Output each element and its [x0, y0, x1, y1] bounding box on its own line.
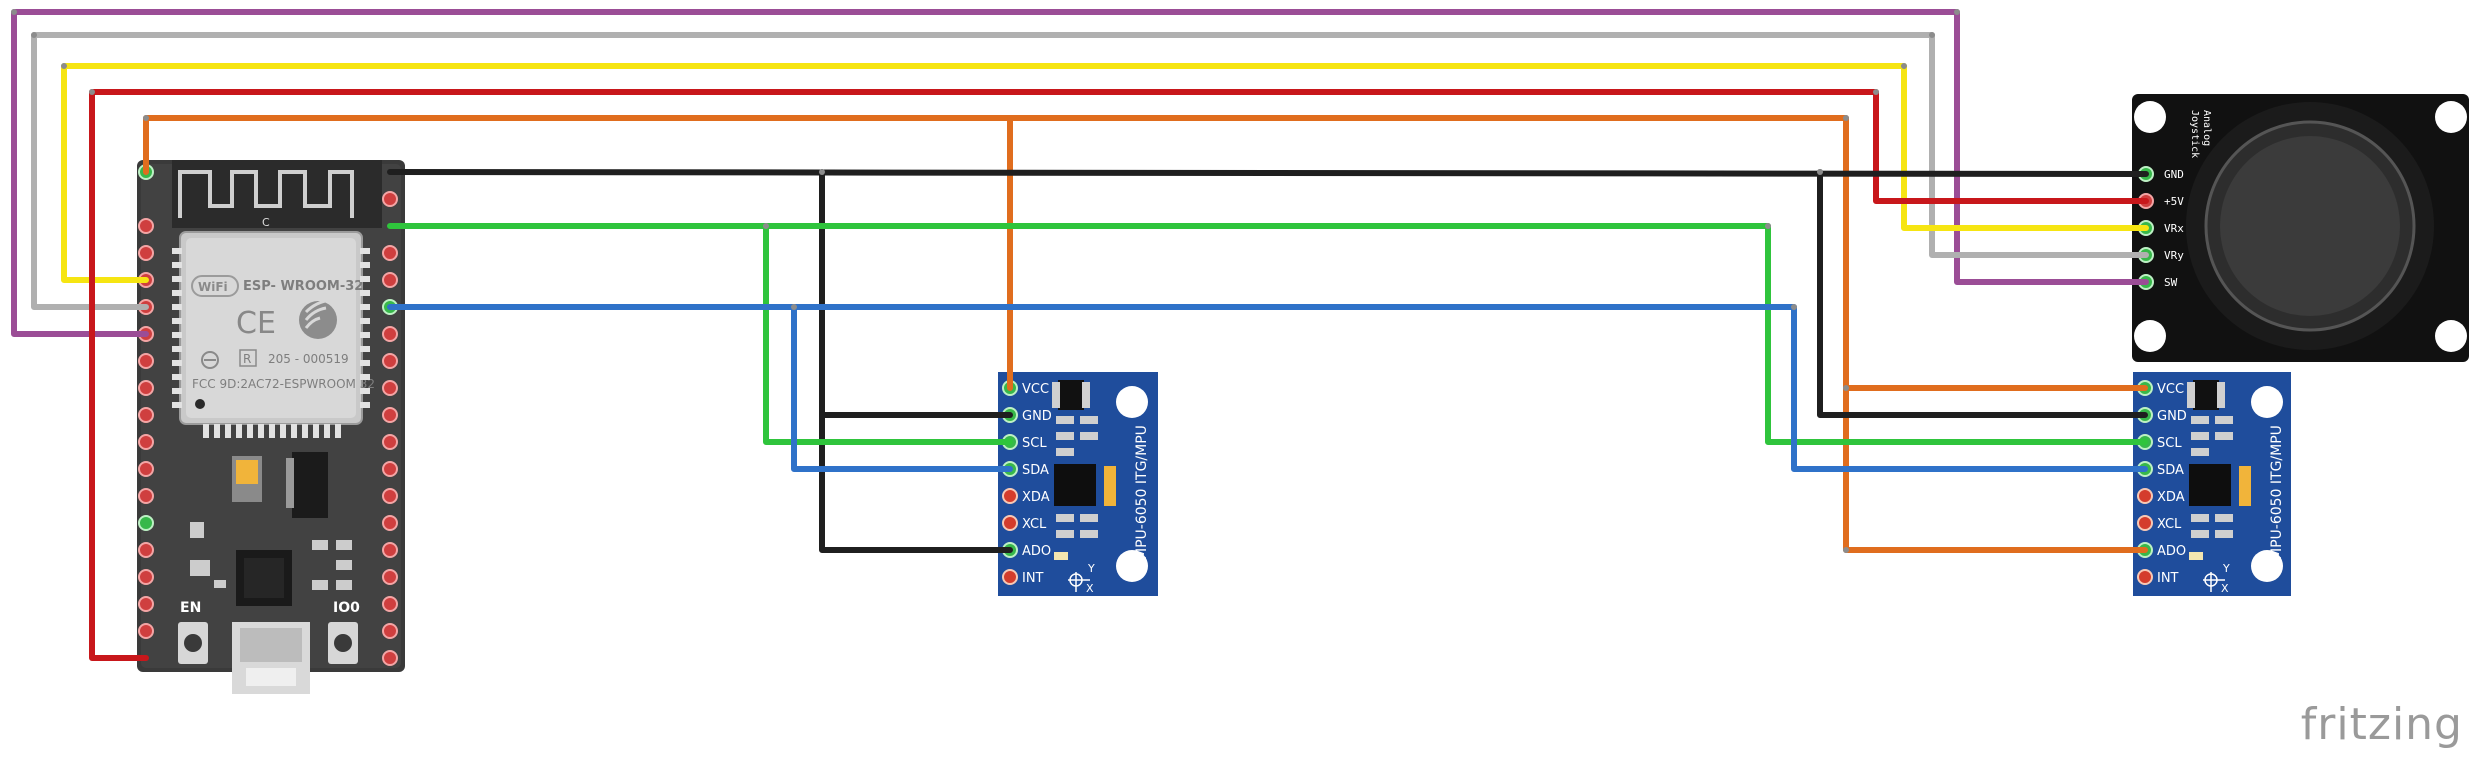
mpu-right-pin-xcl: XCL — [2157, 517, 2182, 532]
io0-label: IO0 — [333, 600, 360, 616]
joystick-pin-gnd: GND — [2164, 168, 2184, 181]
antenna-letter: C — [262, 216, 270, 229]
mount-hole — [1116, 550, 1148, 582]
mpu-right-pin-gnd: GND — [2157, 409, 2187, 424]
mpu-chip — [1054, 464, 1096, 506]
wire-sw[interactable] — [11, 9, 2149, 337]
wire-gnd-mpu-right[interactable] — [1817, 169, 2148, 418]
wire-vrx[interactable] — [61, 63, 2149, 283]
wire-gnd-mpu-left[interactable] — [819, 169, 1013, 553]
mpu-right-title: MPU-6050 ITG/MPU — [2269, 425, 2285, 560]
mpu-left-pin-scl: SCL — [1022, 436, 1047, 451]
mpu-left-pin-gnd: GND — [1022, 409, 1052, 424]
mpu-chip — [2189, 464, 2231, 506]
mount-hole — [2251, 386, 2283, 418]
mpu6050-left: VCC GND SCL SDA XDA XCL ADO INT MPU-6050… — [998, 372, 1158, 596]
mpu-left-pin-vcc: VCC — [1022, 382, 1049, 397]
joystick-pin-vrx: VRx — [2164, 222, 2184, 235]
mpu-left-pin-xda: XDA — [1022, 490, 1050, 505]
wire-vry[interactable] — [31, 32, 2149, 310]
joystick-pin-sw: SW — [2164, 276, 2178, 289]
mount-hole — [2134, 101, 2166, 133]
wire-vcc-mpu-left[interactable] — [143, 115, 1013, 391]
joystick-knob-icon[interactable] — [2186, 102, 2434, 350]
wire-5v[interactable] — [89, 89, 2149, 661]
mpu-right-pin-scl: SCL — [2157, 436, 2182, 451]
en-button[interactable] — [178, 622, 208, 664]
usb-connector[interactable] — [232, 622, 310, 694]
approval-mark-icon — [201, 351, 219, 369]
module-brand: WiFi — [198, 280, 228, 294]
module-name: ESP- WROOM-32 — [243, 279, 363, 294]
ce-mark: CE — [236, 306, 276, 341]
wifi-logo-icon — [191, 275, 239, 297]
mount-hole — [2134, 320, 2166, 352]
io0-button[interactable] — [328, 622, 358, 664]
mount-hole — [2251, 550, 2283, 582]
joystick-title: Analog Joystick — [2189, 110, 2212, 158]
mpu-right-axis-y: Y — [2222, 562, 2230, 575]
mpu-right-pin-vcc: VCC — [2157, 382, 2184, 397]
mpu-left-pin-xcl: XCL — [1022, 517, 1047, 532]
mpu-left-pin-int: INT — [1022, 571, 1044, 586]
joystick-title-line2: Joystick — [2189, 110, 2200, 158]
wire-scl-mpu-left[interactable] — [763, 223, 1013, 445]
wire-scl[interactable] — [387, 223, 2148, 445]
mount-hole — [2435, 101, 2467, 133]
esp32-board: C WiFi ESP- WROOM-32 CE R 205 - 000519 F… — [137, 160, 405, 694]
joystick-title-line1: Analog — [2201, 110, 2212, 146]
wire-sda-mpu-left[interactable] — [791, 304, 1013, 472]
mpu-right-pin-sda: SDA — [2157, 463, 2184, 478]
joystick-module: Analog Joystick GND +5V VRx VRy SW — [2132, 94, 2469, 362]
mpu-left-axis-y: Y — [1087, 562, 1095, 575]
mpu-left-axis-x: X — [1086, 582, 1094, 595]
joystick-pin-vry: VRy — [2164, 249, 2184, 262]
mount-hole — [1116, 386, 1148, 418]
mpu-right-pin-xda: XDA — [2157, 490, 2185, 505]
mount-hole — [2435, 320, 2467, 352]
axis-indicator-icon: Y X — [1068, 562, 1095, 595]
mpu6050-right: VCC GND SCL SDA XDA XCL ADO INT MPU-6050… — [2133, 372, 2291, 596]
mpu-left-title: MPU-6050 ITG/MPU — [1134, 425, 1150, 560]
mpu-right-pin-ado: ADO — [2157, 544, 2186, 559]
wire-vcc-mpu-right[interactable] — [1007, 115, 2148, 553]
wireless-logo-icon — [299, 298, 337, 339]
r-mark: R — [243, 352, 251, 366]
wire-sda[interactable] — [387, 304, 2148, 472]
wire-gnd-main[interactable] — [387, 169, 2149, 177]
cert-number: 205 - 000519 — [268, 352, 349, 366]
mpu-right-pin-int: INT — [2157, 571, 2179, 586]
fcc-id: FCC 9D:2AC72-ESPWROOM 32 — [192, 377, 375, 391]
wire-bendpoints — [11, 9, 1960, 553]
axis-indicator-icon: Y X — [2203, 562, 2230, 595]
mpu-left-pin-ado: ADO — [1022, 544, 1051, 559]
joystick-pin-5v: +5V — [2164, 195, 2184, 208]
en-label: EN — [180, 600, 201, 616]
mpu-right-axis-x: X — [2221, 582, 2229, 595]
mpu-left-pin-sda: SDA — [1022, 463, 1049, 478]
fritzing-watermark: fritzing — [2300, 699, 2463, 750]
